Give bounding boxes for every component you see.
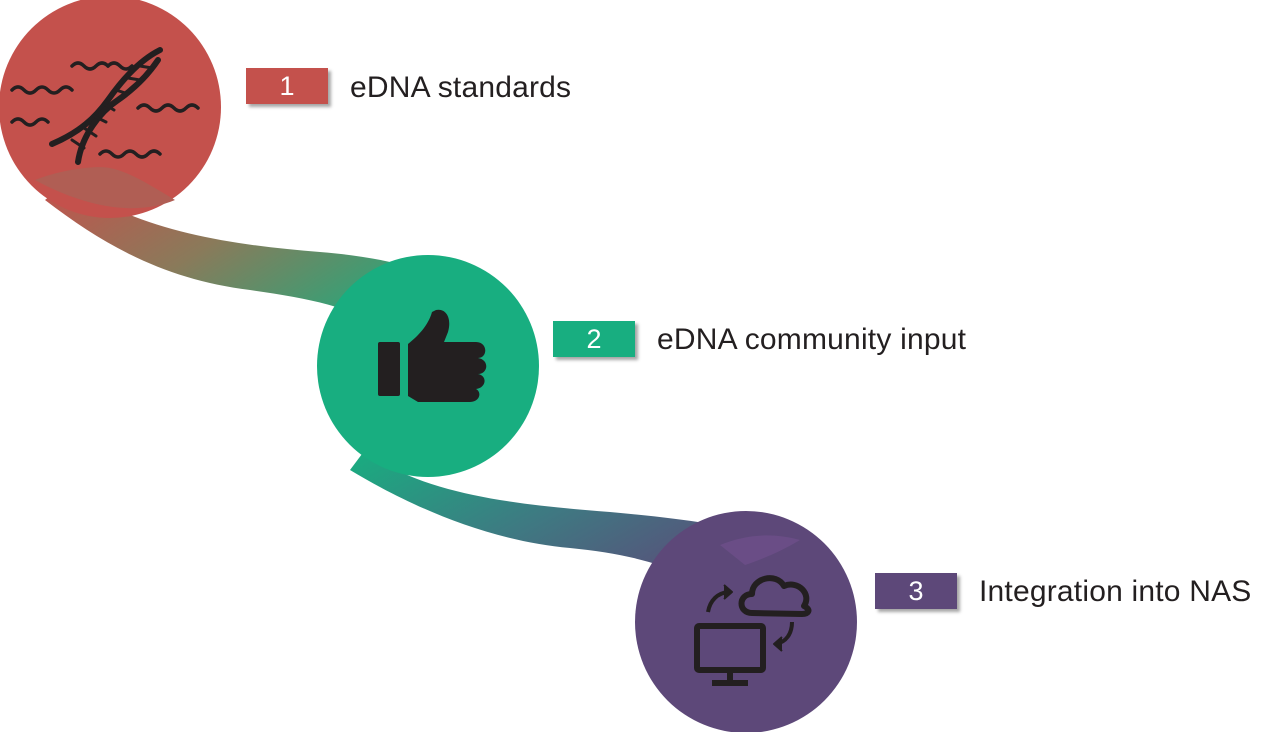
step-1-label: eDNA standards (350, 71, 572, 104)
step-3-number-badge: 3 (875, 573, 957, 609)
step-1-number-badge: 1 (246, 68, 328, 104)
thumbs-up-icon (378, 309, 487, 402)
step-2-number-badge: 2 (553, 321, 635, 357)
step-3-circle (635, 511, 857, 732)
step-1-connector-cap (35, 167, 175, 209)
cloud-sync-computer-icon (694, 575, 812, 686)
step-3-label: Integration into NAS (979, 575, 1252, 608)
dna-helix-icon (10, 47, 200, 165)
step-3-connector-cap (720, 535, 800, 565)
step-2-label: eDNA community input (657, 323, 967, 356)
